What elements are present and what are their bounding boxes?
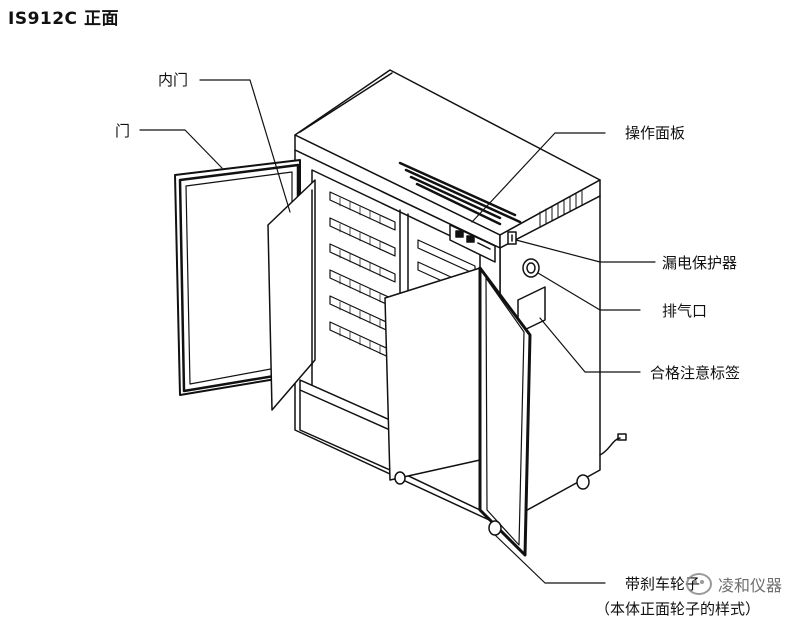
brake-wheel-label: 带刹车轮子 (625, 575, 701, 593)
watermark: 凌和仪器 (685, 572, 782, 596)
watermark-text: 凌和仪器 (717, 576, 782, 595)
inner-door-label: 内门 (158, 71, 189, 89)
left-inner-door (267, 179, 316, 411)
control-panel-label: 操作面板 (625, 124, 686, 142)
right-outer-door (478, 266, 532, 557)
leakage-protector-shape (507, 231, 517, 245)
casters (394, 471, 590, 536)
control-panel-shape (449, 224, 496, 263)
leakage-protector-label: 漏电保护器 (662, 254, 738, 272)
exhaust-port-label: 排气口 (662, 302, 708, 320)
right-inner-door (384, 267, 481, 481)
exhaust-port-shape (522, 258, 540, 278)
door-label: 门 (115, 122, 131, 140)
left-outer-door (174, 159, 301, 396)
power-cord (599, 433, 627, 456)
left-shelf-grid (339, 197, 381, 355)
brake-wheel-note: （本体正面轮子的样式） (595, 600, 761, 618)
wechat-icon (685, 573, 712, 595)
top-vents (398, 161, 522, 226)
leader-lines (139, 79, 656, 584)
left-shelves (329, 191, 396, 361)
qualified-label-label: 合格注意标签 (650, 364, 741, 382)
diagram-title: IS912C 正面 (8, 9, 119, 29)
